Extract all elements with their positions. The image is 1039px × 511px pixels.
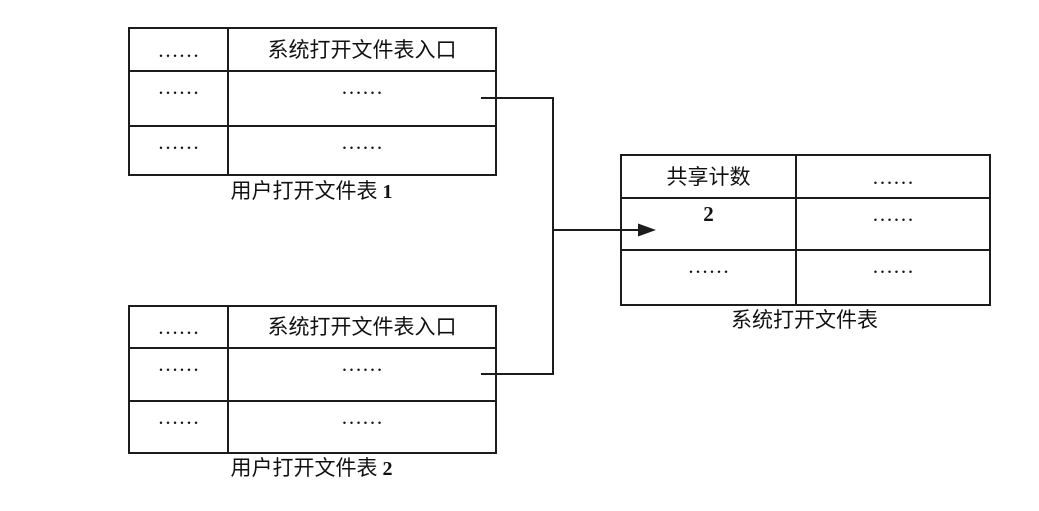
table-row: …… ……: [128, 70, 497, 127]
caption-number: 2: [382, 458, 393, 480]
user-open-file-table-1: …… 系统打开文件表入口 …… …… …… ……: [128, 27, 497, 176]
system-table-caption: 系统打开文件表: [620, 308, 989, 332]
table-row: 2 ……: [620, 197, 991, 251]
table-cell: ……: [227, 400, 497, 454]
system-table-entry-header-cell: 系统打开文件表入口: [227, 305, 497, 349]
user-open-file-table-2: …… 系统打开文件表入口 …… …… …… ……: [128, 305, 497, 454]
entry-pointer-cell: ……: [227, 70, 497, 127]
table-cell: ……: [128, 70, 229, 127]
table-cell: ……: [128, 125, 229, 176]
share-count-header-cell: 共享计数: [620, 154, 797, 199]
table-row: …… ……: [620, 249, 991, 306]
table-cell: ……: [795, 249, 991, 306]
table-row: …… ……: [128, 400, 497, 454]
table-cell: ……: [227, 125, 497, 176]
table-row: …… ……: [128, 347, 497, 402]
table-cell: ……: [128, 305, 229, 349]
system-open-file-table: 共享计数 …… 2 …… …… ……: [620, 154, 991, 306]
table-cell: ……: [128, 400, 229, 454]
table-cell: ……: [795, 154, 991, 199]
table-cell: ……: [795, 197, 991, 251]
table-row: …… ……: [128, 125, 497, 176]
table-cell: ……: [128, 347, 229, 402]
caption-number: 1: [382, 181, 393, 203]
table-row: 共享计数 ……: [620, 154, 991, 199]
caption-text: 系统打开文件表: [731, 308, 878, 332]
table-row: …… 系统打开文件表入口: [128, 305, 497, 349]
share-count-value-cell: 2: [620, 197, 797, 251]
entry-pointer-cell: ……: [227, 347, 497, 402]
table-row: …… 系统打开文件表入口: [128, 27, 497, 72]
table-cell: ……: [620, 249, 797, 306]
table-cell: ……: [128, 27, 229, 72]
system-table-entry-header-cell: 系统打开文件表入口: [227, 27, 497, 72]
caption-text: 用户打开文件表: [230, 456, 378, 480]
caption-text: 用户打开文件表: [230, 179, 378, 203]
